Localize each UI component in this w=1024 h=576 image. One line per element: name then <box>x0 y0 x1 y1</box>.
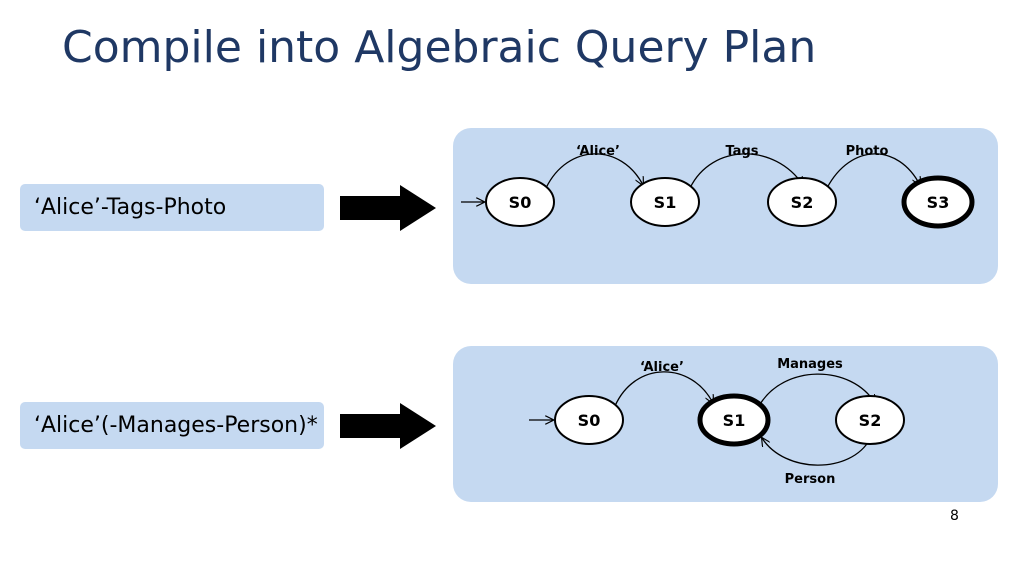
automaton-diagram-2: ‘Alice’ Manages Person S0 S1 S2 <box>529 357 905 487</box>
page-number: 8 <box>950 508 959 524</box>
state-s0: S0 <box>554 395 624 445</box>
svg-text:S2: S2 <box>791 193 814 212</box>
edge-s2-s1 <box>762 438 871 466</box>
state-s2: S2 <box>767 177 837 227</box>
svg-text:S3: S3 <box>927 193 950 212</box>
query-box-1: ‘Alice’-Tags-Photo <box>20 184 324 231</box>
automaton-panel-1: ‘Alice’ Tags Photo S0 S1 S2 S3 <box>453 128 998 284</box>
edge-label-photo: Photo <box>846 144 889 159</box>
edge-s1-s2 <box>758 373 875 407</box>
edge-s0-s1 <box>545 153 643 189</box>
edge-s2-s3 <box>826 153 920 189</box>
state-s3-accepting: S3 <box>901 175 975 229</box>
edge-label-tags: Tags <box>725 144 758 159</box>
edge-label-alice: ‘Alice’ <box>640 360 684 375</box>
edge-label-alice: ‘Alice’ <box>576 144 620 159</box>
automaton-diagram-1: ‘Alice’ Tags Photo S0 S1 S2 S3 <box>461 144 975 229</box>
edge-label-person: Person <box>785 472 836 487</box>
state-s2: S2 <box>835 395 905 445</box>
state-s0: S0 <box>485 177 555 227</box>
svg-text:S0: S0 <box>509 193 532 212</box>
edge-s1-s2 <box>689 153 803 189</box>
slide-title: Compile into Algebraic Query Plan <box>62 22 817 73</box>
right-arrow-icon <box>340 403 436 449</box>
query-box-2: ‘Alice’(-Manages-Person)* <box>20 402 324 449</box>
svg-text:S1: S1 <box>654 193 677 212</box>
state-s1: S1 <box>630 177 700 227</box>
svg-text:S1: S1 <box>723 411 746 430</box>
svg-text:S0: S0 <box>578 411 601 430</box>
edge-s0-s1 <box>614 371 713 407</box>
automaton-panel-2: ‘Alice’ Manages Person S0 S1 S2 <box>453 346 998 502</box>
state-s1-accepting: S1 <box>697 393 771 447</box>
right-arrow-icon <box>340 185 436 231</box>
edge-label-manages: Manages <box>777 357 843 372</box>
svg-text:S2: S2 <box>859 411 882 430</box>
